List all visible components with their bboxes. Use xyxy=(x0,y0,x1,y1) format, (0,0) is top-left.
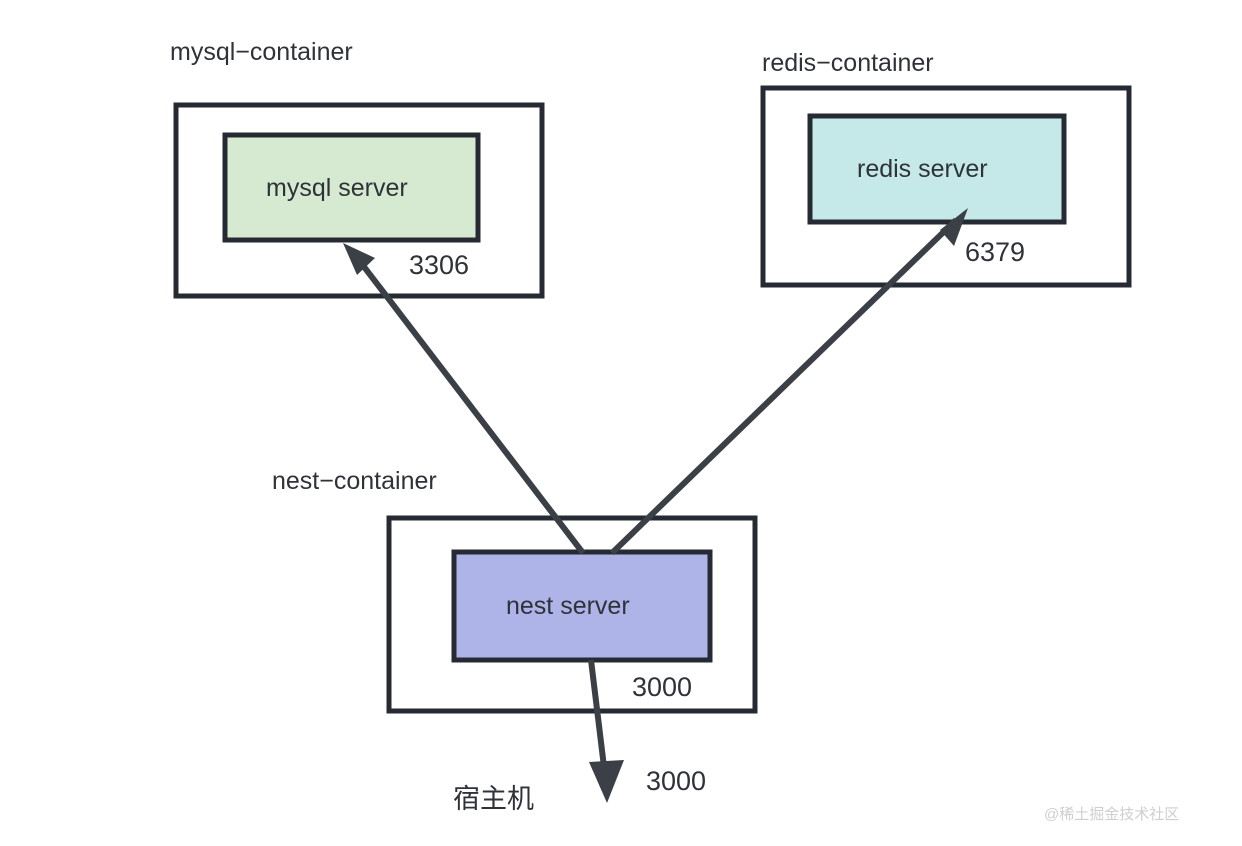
redis-server-box xyxy=(807,113,1067,225)
arrowhead-redis xyxy=(940,208,968,246)
host-machine-label: 宿主机 xyxy=(453,784,534,814)
redis-port-label: 6379 xyxy=(965,237,1026,267)
nest-container-label: nest−container xyxy=(272,467,437,495)
mysql-container-label: mysql−container xyxy=(170,38,353,66)
connection-nest-to-redis xyxy=(609,217,959,556)
watermark: @稀土掘金技术社区 xyxy=(1044,806,1180,823)
nest-server-box xyxy=(451,549,713,663)
mysql-port-label: 3306 xyxy=(409,250,470,280)
host-port-label: 3000 xyxy=(646,766,707,796)
redis-container-label: redis−container xyxy=(762,49,934,77)
mysql-server-box xyxy=(222,132,481,243)
nest-port-label: 3000 xyxy=(632,672,693,702)
redis-server-label: redis server xyxy=(857,155,988,183)
nest-server-label: nest server xyxy=(506,592,630,620)
arrowhead-host xyxy=(589,760,624,803)
arrowhead-mysql xyxy=(343,243,375,275)
connection-nest-to-mysql xyxy=(352,253,586,555)
connection-nest-to-host xyxy=(588,659,608,776)
mysql-server-label: mysql server xyxy=(266,174,408,202)
